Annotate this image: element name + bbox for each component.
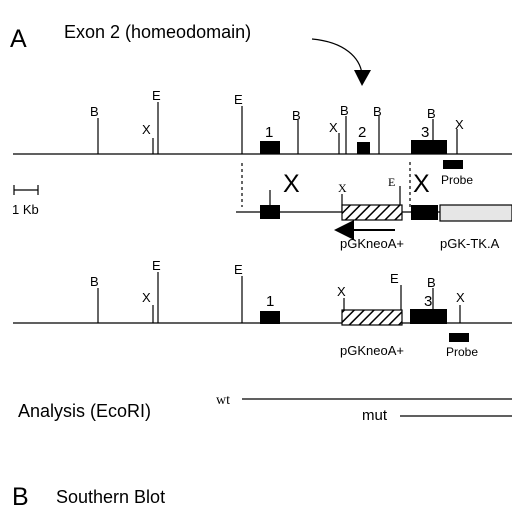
mut-label: mut <box>362 407 388 424</box>
crossover-mark-right: X <box>413 170 430 198</box>
site-label-ecori: E <box>234 262 243 277</box>
probe-box <box>449 333 469 342</box>
exon-1-label: 1 <box>266 293 274 310</box>
site-label-xbai: X <box>329 120 338 135</box>
tk-cassette-label: pGK-TK.A <box>440 236 500 251</box>
probe-label: Probe <box>441 173 473 187</box>
analysis-label: Analysis (EcoRI) <box>18 401 151 421</box>
probe-label: Probe <box>446 345 478 359</box>
exon-3-label: 3 <box>421 124 429 141</box>
exon-3-label: 3 <box>424 293 432 310</box>
exon-3-box <box>411 140 447 154</box>
site-label-ecori: E <box>390 271 399 286</box>
site-label-xbai: X <box>337 284 346 299</box>
site-label-xbai: X <box>456 290 465 305</box>
scale-bar: 1 Kb <box>12 185 39 217</box>
neo-cassette-label: pGKneoA+ <box>340 236 404 251</box>
site-label-bamhi: B <box>292 108 301 123</box>
crossover-mark-left: X <box>283 170 300 198</box>
site-label-bamhi: B <box>373 104 382 119</box>
site-label-ecori: E <box>388 175 395 189</box>
panel-a-letter: A <box>10 25 27 53</box>
exon-2-label: 2 <box>358 124 366 141</box>
exon-2-callout: Exon 2 (homeodomain) <box>64 22 251 42</box>
site-label-xbai: X <box>142 122 151 137</box>
site-label-bamhi: B <box>427 275 436 290</box>
site-label-bamhi: B <box>427 106 436 121</box>
site-label-ecori: E <box>234 92 243 107</box>
neo-cassette-label: pGKneoA+ <box>340 343 404 358</box>
panel-b-letter: B <box>12 483 29 511</box>
site-label-xbai: X <box>142 290 151 305</box>
exon-1-box <box>260 311 280 324</box>
panel-b-title: Southern Blot <box>56 487 165 507</box>
wildtype-locus: B X E E B X B B B X 1 2 3 Probe <box>13 88 512 187</box>
neo-cassette-box <box>341 204 403 221</box>
wt-label: wt <box>216 393 230 408</box>
exon-2-box <box>357 142 370 154</box>
site-label-bamhi: B <box>90 104 99 119</box>
scale-bar-label: 1 Kb <box>12 202 39 217</box>
exon-1-box <box>260 205 280 219</box>
site-label-bamhi: B <box>90 274 99 289</box>
exon-3-box <box>411 205 438 220</box>
site-label-xbai: X <box>338 181 347 195</box>
ecori-analysis: Analysis (EcoRI) wt mut <box>18 393 512 424</box>
site-label-bamhi: B <box>340 103 349 118</box>
exon-3-box <box>410 309 447 324</box>
site-label-xbai: X <box>455 117 464 132</box>
site-label-ecori: E <box>152 88 161 103</box>
site-label-ecori: E <box>152 258 161 273</box>
probe-box <box>443 160 463 169</box>
targeting-vector: X X X E pGKneoA+ pGK-TK.A <box>236 162 512 251</box>
tk-cassette-box <box>439 204 512 222</box>
neo-cassette-box <box>341 309 403 326</box>
callout-arrow <box>311 38 363 75</box>
exon-1-label: 1 <box>265 124 273 141</box>
callout-arrowhead <box>354 70 371 86</box>
exon-1-box <box>260 141 280 154</box>
mutant-locus: B X E E X E B X 1 3 pGKneoA+ Probe <box>13 258 512 359</box>
